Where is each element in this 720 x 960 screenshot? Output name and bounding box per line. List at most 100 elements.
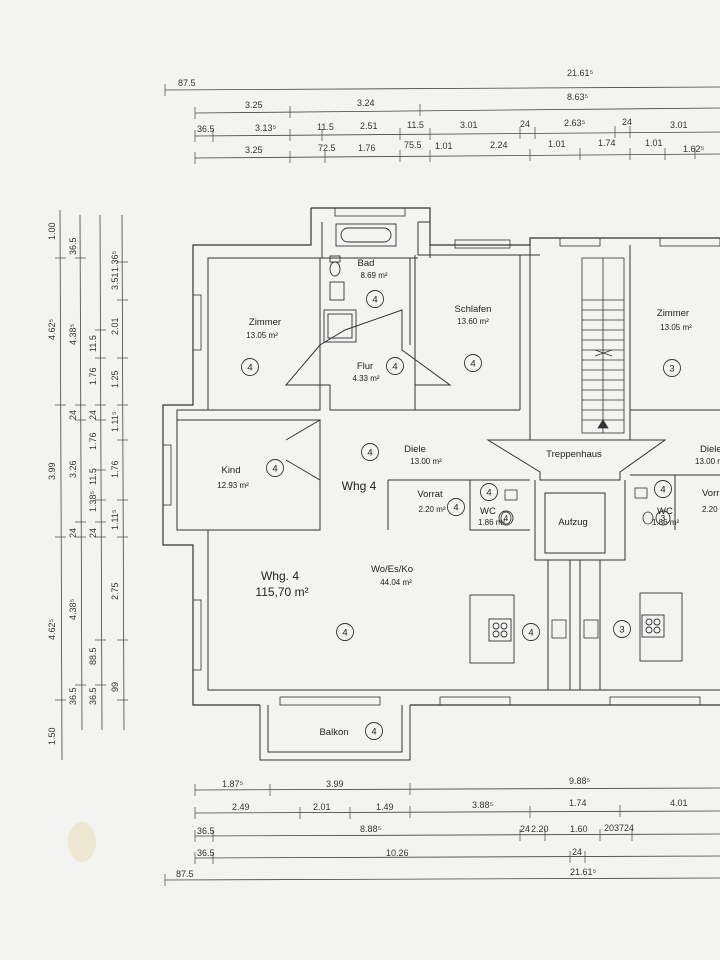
kind-arrow	[285, 419, 321, 481]
room-area-kind: 12.93 m²	[217, 481, 249, 490]
label-whg-title: Whg. 4	[261, 569, 299, 583]
dim-bottom-4-0: 87.5	[176, 869, 194, 879]
dim-left-2-1: 1.76	[88, 367, 98, 385]
sink-icon	[329, 281, 345, 301]
dim-bottom-1-0: 2.49	[232, 802, 250, 812]
dim-bottom-3-0: 36.5	[197, 848, 215, 858]
windows	[162, 207, 720, 706]
dim-top-1-1: 3.24	[357, 98, 375, 108]
unit-marker-schlafen: 4	[470, 359, 475, 370]
room-name-wc-4: WC	[480, 506, 496, 517]
dim-left-1-2: 24	[68, 410, 78, 420]
dim-bottom-4-1: 21.61⁵	[570, 867, 597, 877]
room-name-flur: Flur	[357, 361, 373, 372]
dim-left-0-3: 4.62⁵	[47, 618, 57, 640]
room-area-zimmer-3: 13.05 m²	[660, 323, 692, 332]
dim-left-1-0: 36.5	[68, 237, 78, 255]
kitchen-island-3	[639, 592, 683, 662]
dim-top-3-1: 72.5	[318, 143, 336, 153]
label-whg-area: 115,70 m²	[255, 585, 308, 599]
dim-left-3-6: 1.11⁵	[110, 509, 120, 530]
room-area-zimmer-4: 13.05 m²	[246, 331, 278, 340]
dim-top-3-8: 1.01	[645, 138, 663, 148]
unit-marker-wc-fixture-3: 3	[661, 514, 666, 523]
dim-top-3-0: 3.25	[245, 145, 263, 155]
dim-top-0-1: 21.61⁵	[567, 68, 594, 78]
dim-bottom-1-4: 1.74	[569, 798, 587, 808]
kitchen-island-4	[469, 594, 515, 664]
room-name-bad: Bad	[358, 258, 375, 269]
dim-left-2-8: 36.5	[88, 687, 98, 705]
dim-left-2-0: 11.5	[88, 335, 98, 352]
left-dimension-labels: 1.00 4.62⁵ 3.99 4.62⁵ 1.50 36.5 4.38⁵ 24…	[47, 222, 120, 745]
dim-left-3-2: 2.01	[110, 317, 120, 335]
room-name-zimmer-4: Zimmer	[249, 317, 281, 328]
dim-left-1-3: 3.26	[68, 460, 78, 478]
unit-marker-wc-4: 4	[486, 488, 491, 499]
shower-icon	[323, 309, 357, 343]
room-name-balkon: Balkon	[319, 727, 348, 738]
dim-left-2-7: 88.5	[88, 647, 98, 665]
room-area-diele-4: 13.00 m²	[410, 457, 442, 466]
kitchen-counter-fixtures	[551, 619, 599, 639]
room-area-flur: 4.33 m²	[352, 374, 379, 383]
room-area-vorr-3: 2.20	[702, 505, 718, 514]
room-area-bad: 8.69 m²	[360, 271, 387, 280]
unit-marker-balkon: 4	[371, 727, 376, 738]
dim-top-3-4: 1.01	[435, 141, 453, 151]
dim-top-0-0: 87.5	[178, 78, 196, 88]
room-area-wohnen: 44.04 m²	[380, 578, 412, 587]
dim-top-3-6: 1.01	[548, 139, 566, 149]
unit-marker-wc-3: 4	[660, 485, 665, 496]
dim-left-3-3: 1.25	[110, 370, 120, 388]
dim-bottom-3-2: 24	[572, 847, 582, 857]
dim-top-2-8: 24	[622, 117, 632, 127]
dim-left-2-2: 24	[88, 410, 98, 420]
dim-top-3-9: 1.62⁵	[683, 144, 705, 154]
dim-top-2-7: 2.63⁵	[564, 118, 586, 128]
dim-left-1-1: 4.38⁵	[68, 323, 78, 345]
label-aufzug: Aufzug	[558, 517, 588, 528]
room-area-schlafen: 13.60 m²	[457, 317, 489, 326]
wc-toilet-icon-4	[500, 489, 518, 525]
bottom-dimension-lines	[164, 783, 720, 886]
dim-top-2-0: 36.5	[197, 124, 215, 134]
dim-left-0-4: 1.50	[47, 727, 57, 745]
unit-marker-kitchen-3: 3	[619, 625, 624, 636]
dim-left-0-2: 3.99	[47, 462, 57, 480]
unit-marker-bad: 4	[372, 295, 377, 306]
dim-bottom-1-1: 2.01	[313, 802, 331, 812]
staircase-icon	[581, 257, 625, 434]
room-name-vorrat: Vorrat	[417, 489, 443, 500]
dim-left-1-5: 4.38⁵	[68, 598, 78, 620]
dim-bottom-2-1: 8.88⁵	[360, 824, 382, 834]
room-name-zimmer-3: Zimmer	[657, 308, 689, 319]
dim-bottom-0-2: 9.88⁵	[569, 776, 591, 786]
dim-bottom-2-0: 36.5	[197, 826, 215, 836]
dim-top-3-3: 75.5	[404, 140, 422, 150]
dim-left-3-0: 3.51	[110, 272, 120, 290]
room-name-vorr-3: Vorr	[702, 488, 719, 499]
room-name-schlafen: Schlafen	[455, 304, 492, 315]
unit-marker-wohnen: 4	[342, 628, 347, 639]
dim-left-1-4: 24	[68, 528, 78, 538]
dim-left-2-4: 11.5	[88, 468, 98, 485]
top-dimension-labels: 87.5 21.61⁵ 3.25 3.24 8.63⁵ 36.5 3.13⁵ 1…	[178, 68, 705, 155]
dim-left-3-1: 1.36⁵	[110, 250, 120, 272]
unit-marker-wc-fixture-4: 4	[504, 514, 509, 523]
dim-bottom-2-5: 203724	[604, 823, 634, 833]
dim-top-2-2: 11.5	[317, 122, 334, 132]
dim-left-2-3: 1.76	[88, 432, 98, 450]
dim-bottom-0-0: 1.87⁵	[222, 779, 244, 789]
dim-top-2-6: 24	[520, 119, 530, 129]
room-area-wc-3: 1.86 m²	[652, 518, 679, 527]
top-dimension-lines	[164, 84, 720, 164]
dim-top-2-9: 3.01	[670, 120, 688, 130]
dim-left-0-1: 4.62⁵	[47, 318, 57, 340]
dim-top-3-5: 2.24	[490, 140, 508, 150]
unit-marker-flur: 4	[392, 362, 397, 373]
room-area-diele-3: 13.00 m²	[695, 457, 720, 466]
dim-bottom-2-3: 2.20	[531, 824, 549, 834]
dim-left-3-4: 1.11⁵	[110, 411, 120, 432]
